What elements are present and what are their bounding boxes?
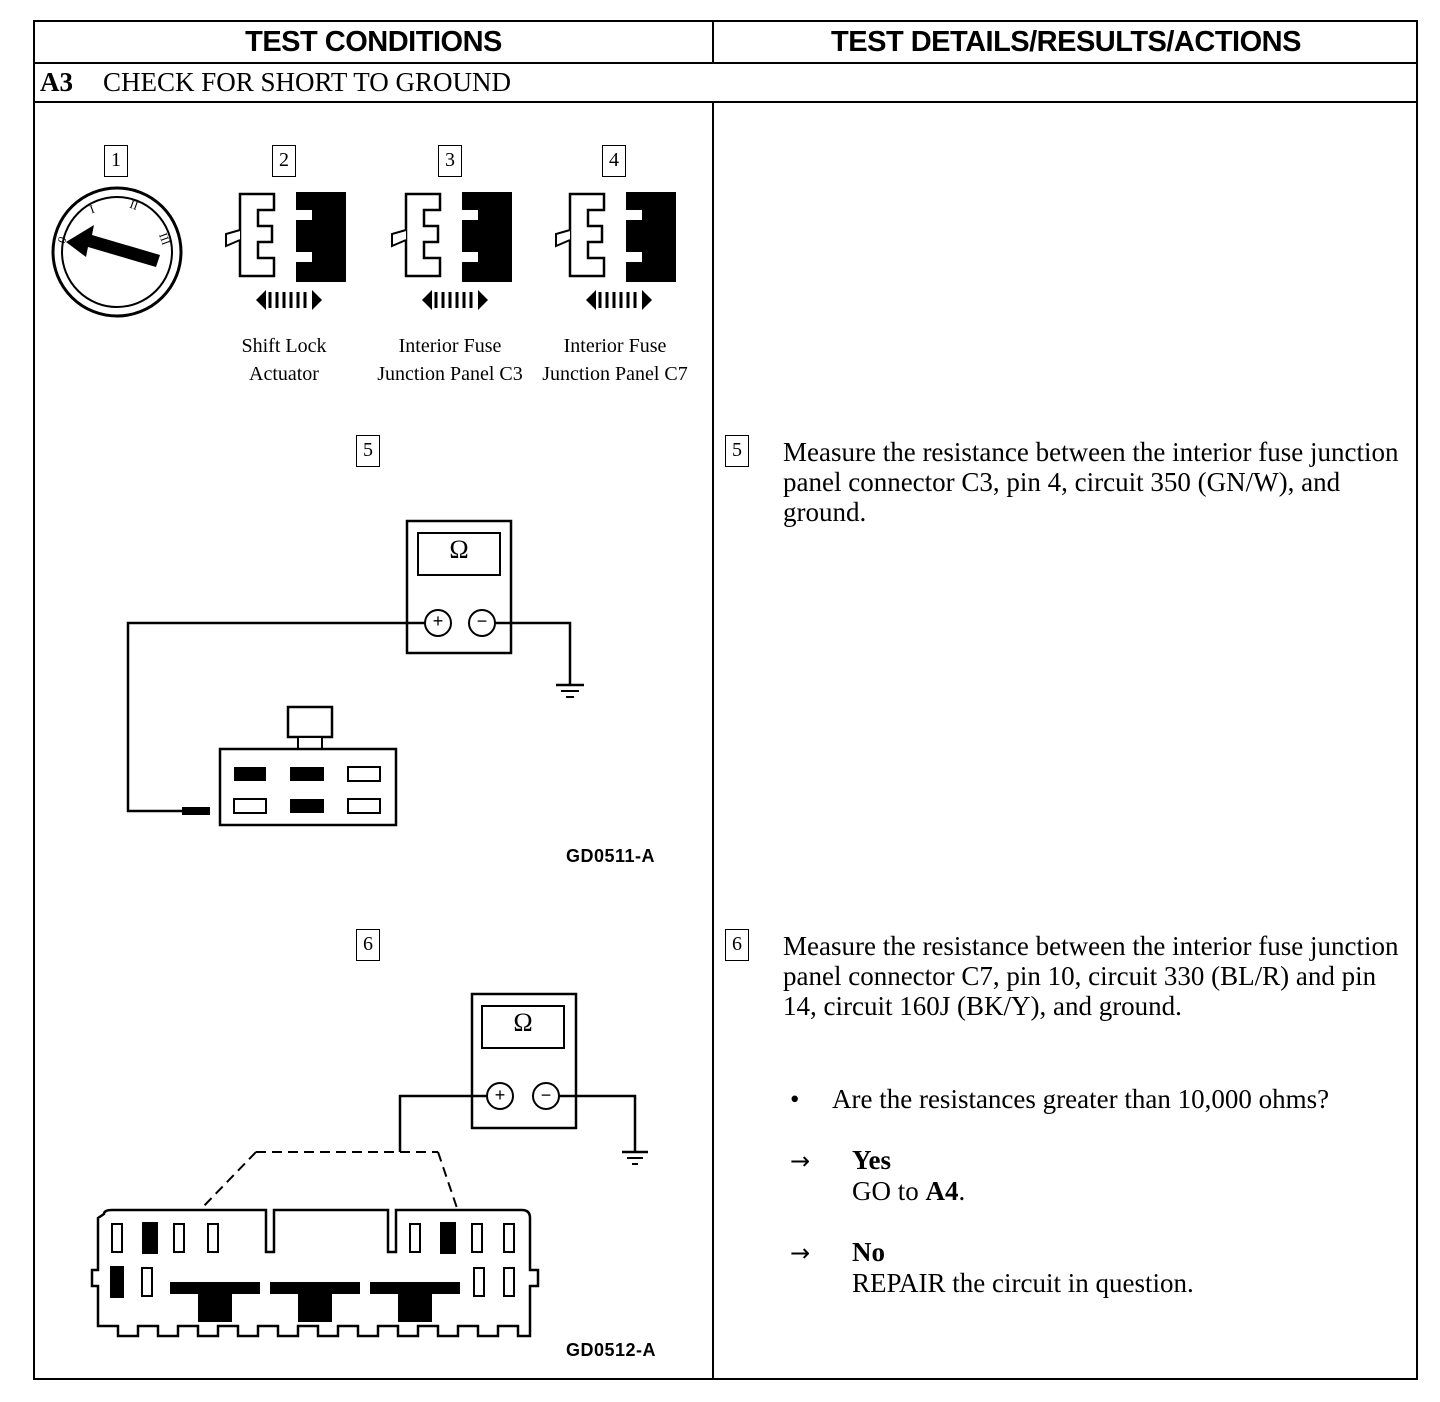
no-action: REPAIR the circuit in question. [852,1268,1194,1298]
step-6-instruction: Measure the resistance between the inter… [783,931,1399,1021]
section-id: A3 [40,67,73,97]
meter-plus-5: + [432,611,444,631]
no-branch: No REPAIR the circuit in question. [852,1237,1194,1299]
ignition-mark-0: 0 [54,235,69,245]
ohmmeter-c3-diagram [126,519,584,827]
meter-minus-5: − [476,611,488,631]
test-details-header: TEST DETAILS/RESULTS/ACTIONS [831,26,1301,58]
yes-arrow-icon: → [790,1147,811,1175]
section-title: A3 CHECK FOR SHORT TO GROUND [40,64,511,100]
no-label: No [852,1237,885,1267]
section-name: CHECK FOR SHORT TO GROUND [103,67,511,97]
step-6-box: 6 [356,929,380,961]
step-3-box: 3 [438,145,462,177]
step-2-box: 2 [272,145,296,177]
ohm-symbol-6: Ω [513,1008,533,1037]
caption-c7: Interior Fuse Junction Panel C7 [542,335,688,385]
ignition-mark-3: III [156,231,173,247]
c7-connector-icon [555,192,676,310]
step-5-instruction: Measure the resistance between the inter… [783,437,1399,527]
ignition-mark-1: I [88,202,97,217]
step-5-box: 5 [356,435,380,467]
header-column-divider [712,20,714,62]
meter-minus-6: − [540,1085,552,1105]
no-arrow-icon: → [790,1239,811,1267]
shift-lock-connector-icon [225,192,346,310]
yes-branch: Yes GO to A4. [852,1145,965,1207]
detail-step-5-box: 5 [725,435,749,467]
yes-label: Yes [852,1145,891,1175]
ohmmeter-c7-diagram [90,992,648,1338]
header-divider [33,62,1418,64]
ohm-symbol-5: Ω [449,535,469,564]
meter-plus-6: + [494,1085,506,1105]
section-divider [33,101,1418,103]
table-frame [33,20,1418,1380]
step-1-box: 1 [104,145,128,177]
test-conditions-header: TEST CONDITIONS [245,26,502,58]
yes-action: GO to A4. [852,1176,966,1206]
step-4-box: 4 [602,145,626,177]
question-text: Are the resistances greater than 10,000 … [832,1084,1330,1114]
caption-shift-lock: Shift Lock Actuator [241,335,327,385]
yes-target-link[interactable]: A4 [925,1176,959,1206]
ignition-switch-icon: 0 I II III [51,186,183,318]
detail-step-6-box: 6 [725,929,749,961]
c3-connector-icon [391,192,512,310]
figure-id-6: GD0512-A [566,1340,657,1360]
figure-id-5: GD0511-A [566,846,656,866]
body-column-divider [712,101,714,1380]
caption-c3: Interior Fuse Junction Panel C3 [377,335,523,385]
question-bullet: • [790,1084,800,1114]
